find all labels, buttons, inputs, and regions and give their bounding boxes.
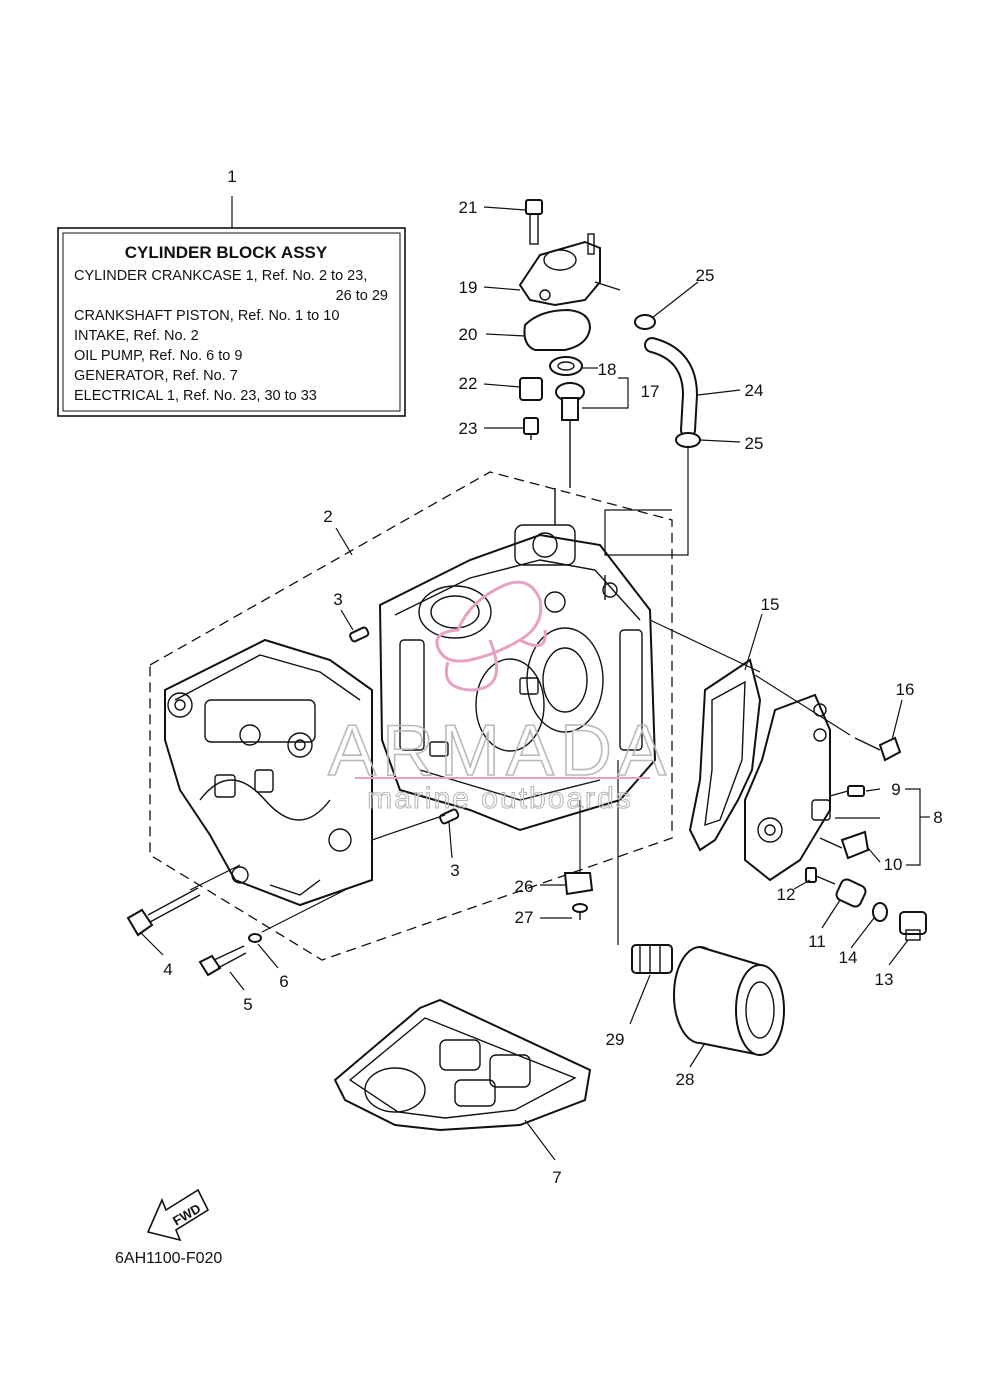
collar xyxy=(519,377,543,401)
legend-line: GENERATOR, Ref. No. 7 xyxy=(74,368,238,384)
oil-filter xyxy=(673,946,785,1057)
callout-17: 17 xyxy=(641,382,660,401)
callout-25: 25 xyxy=(745,434,764,453)
assembly-outline xyxy=(149,471,673,961)
watermark-tagline: marine outboards xyxy=(367,782,632,815)
callout-10: 10 xyxy=(884,855,903,874)
drain-plug xyxy=(899,911,927,941)
screw xyxy=(829,785,865,797)
callout-29: 29 xyxy=(606,1030,625,1049)
legend-line: CRANKSHAFT PISTON, Ref. No. 1 to 10 xyxy=(74,308,339,324)
callout-24: 24 xyxy=(745,381,764,400)
bolt xyxy=(126,887,201,937)
legend-line: CYLINDER CRANKCASE 1, Ref. No. 2 to 23, xyxy=(74,268,367,284)
callout-22: 22 xyxy=(459,374,478,393)
bolt xyxy=(854,736,902,762)
callout-15: 15 xyxy=(761,595,780,614)
filter-union xyxy=(631,944,673,974)
callout-23: 23 xyxy=(459,419,478,438)
callout-25: 25 xyxy=(696,266,715,285)
callout-20: 20 xyxy=(459,325,478,344)
thermostat-seal xyxy=(549,356,583,376)
callout-1: 1 xyxy=(227,167,236,186)
callout-26: 26 xyxy=(515,877,534,896)
callout-16: 16 xyxy=(896,680,915,699)
callout-2: 2 xyxy=(323,507,332,526)
thermostat-gasket xyxy=(523,308,592,351)
crankcase xyxy=(164,638,373,907)
callout-28: 28 xyxy=(676,1070,695,1089)
screw xyxy=(523,417,539,440)
dowel-pin xyxy=(349,626,370,643)
callout-14: 14 xyxy=(839,948,858,967)
callout-numbers: 1 2 3 3 4 5 6 7 8 9 10 10 11 12 13 14 15… xyxy=(163,167,942,1187)
callout-12: 12 xyxy=(777,885,796,904)
dowel-pin xyxy=(439,808,460,825)
screw xyxy=(572,903,588,920)
callout-9: 9 xyxy=(891,780,900,799)
base-gasket xyxy=(333,998,592,1132)
callout-19: 19 xyxy=(459,278,478,297)
callout-7: 7 xyxy=(552,1168,561,1187)
leader-lines xyxy=(139,196,930,1161)
callout-18: 18 xyxy=(598,360,617,379)
thermostat xyxy=(555,382,585,488)
legend-line: ELECTRICAL 1, Ref. No. 23, 30 to 33 xyxy=(74,388,317,404)
legend-line: OIL PUMP, Ref. No. 6 to 9 xyxy=(74,348,242,364)
bolt xyxy=(198,945,247,977)
callout-27: 27 xyxy=(515,908,534,927)
legend-line: INTAKE, Ref. No. 2 xyxy=(74,328,199,344)
callout-3: 3 xyxy=(333,590,342,609)
diagram-code: 6AH1100-F020 xyxy=(115,1250,222,1267)
anode xyxy=(563,872,594,896)
hose-clip xyxy=(634,314,656,330)
hose-clip xyxy=(675,432,701,448)
fitting xyxy=(819,830,870,860)
o-ring xyxy=(872,902,888,922)
callout-11: 11 xyxy=(808,932,826,951)
callout-3: 3 xyxy=(450,861,459,880)
bolt xyxy=(805,867,836,885)
callout-21: 21 xyxy=(459,198,478,217)
callout-13: 13 xyxy=(875,970,894,989)
fwd-arrow-icon: FWD xyxy=(146,1188,210,1242)
legend-title: CYLINDER BLOCK ASSY xyxy=(125,243,328,262)
thermostat-cover xyxy=(518,233,621,307)
callout-8: 8 xyxy=(933,808,942,827)
callout-5: 5 xyxy=(243,995,252,1014)
cylinder-block xyxy=(378,488,657,832)
callout-6: 6 xyxy=(279,972,288,991)
legend-line: 26 to 29 xyxy=(336,288,388,304)
collar xyxy=(835,878,867,908)
armada-logo-icon xyxy=(435,580,547,692)
washer xyxy=(248,933,262,943)
thermostat-bolt xyxy=(525,199,543,245)
callout-4: 4 xyxy=(163,960,172,979)
legend-box: CYLINDER BLOCK ASSY CYLINDER CRANKCASE 1… xyxy=(57,227,406,417)
